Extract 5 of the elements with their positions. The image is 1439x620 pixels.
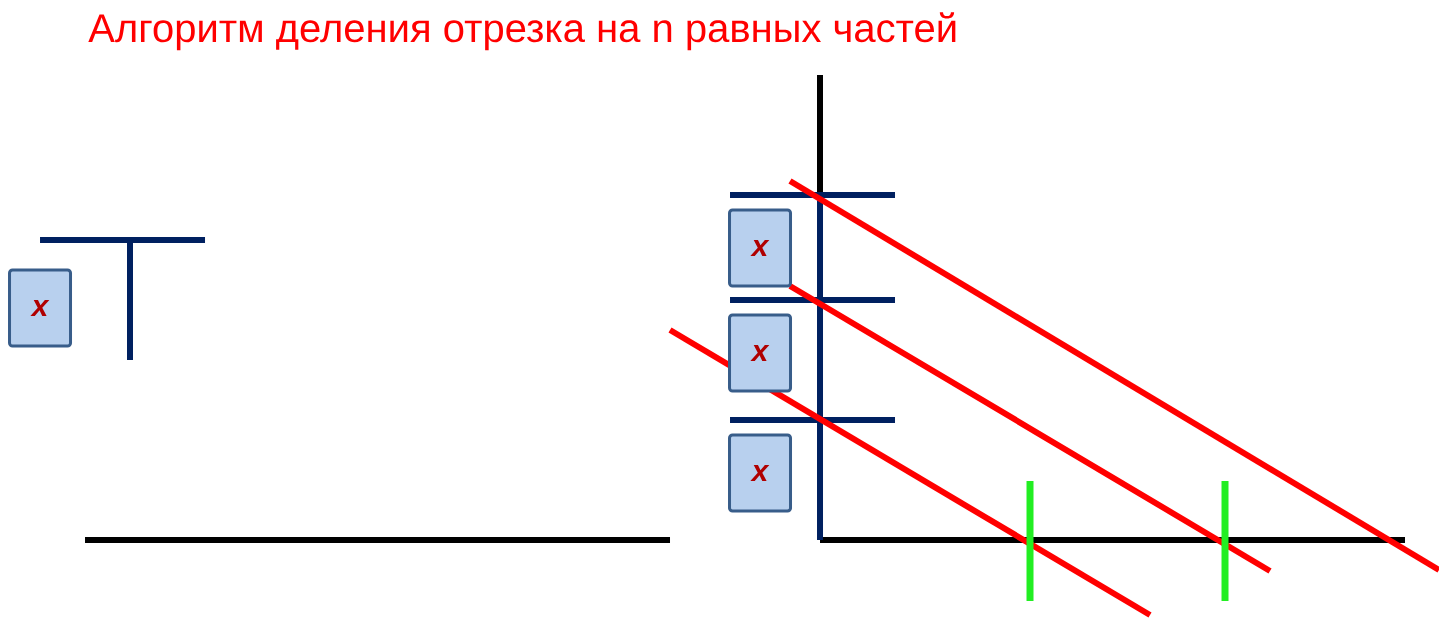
- variable-box: x: [8, 268, 72, 348]
- variable-box: x: [728, 313, 792, 393]
- variable-box: x: [728, 433, 792, 513]
- variable-box: x: [728, 208, 792, 288]
- title: Алгоритм деления отрезка на n равных частей: [88, 12, 956, 51]
